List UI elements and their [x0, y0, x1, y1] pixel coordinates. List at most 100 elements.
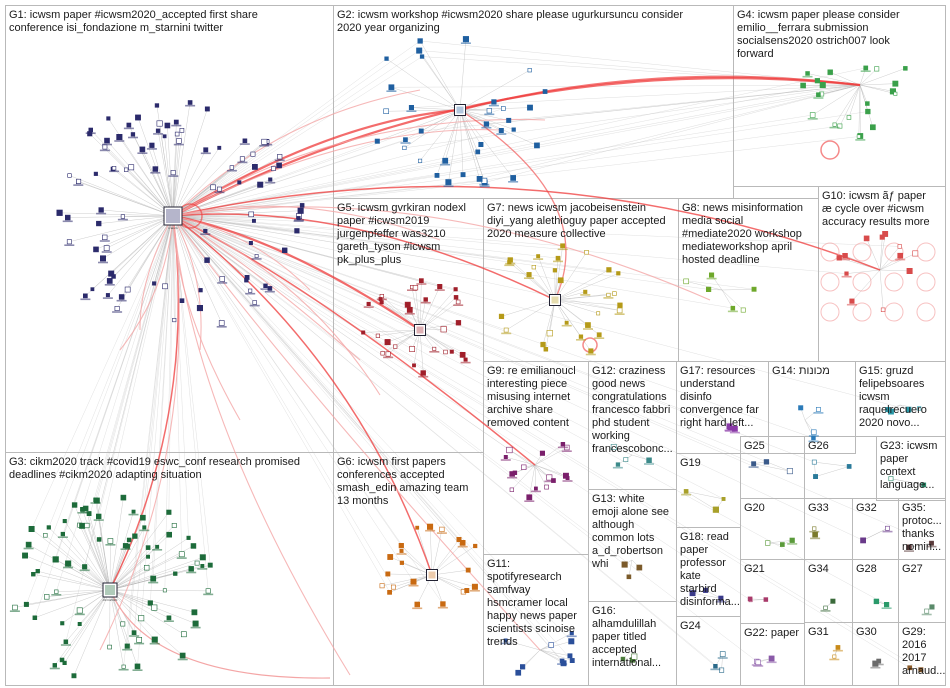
graph-node[interactable]	[52, 663, 58, 668]
graph-node[interactable]	[217, 145, 222, 150]
graph-node[interactable]	[876, 658, 882, 664]
graph-node[interactable]	[465, 567, 471, 573]
graph-node[interactable]	[551, 478, 556, 483]
graph-node[interactable]	[437, 283, 443, 290]
graph-node[interactable]	[610, 444, 617, 450]
graph-node[interactable]	[540, 341, 546, 348]
graph-node[interactable]	[816, 92, 821, 97]
graph-node[interactable]	[71, 502, 78, 508]
graph-node[interactable]	[713, 663, 718, 669]
graph-node[interactable]	[708, 272, 715, 278]
graph-node[interactable]	[239, 156, 245, 162]
graph-node[interactable]	[779, 542, 785, 547]
graph-node[interactable]	[65, 214, 71, 221]
graph-node[interactable]	[43, 533, 48, 538]
graph-node[interactable]	[366, 301, 371, 307]
graph-node[interactable]	[151, 636, 158, 643]
graph-node[interactable]	[789, 537, 795, 543]
graph-node[interactable]	[388, 84, 395, 91]
graph-node[interactable]	[124, 643, 130, 649]
graph-node[interactable]	[440, 601, 446, 607]
graph-node[interactable]	[453, 287, 458, 292]
graph-node[interactable]	[527, 104, 533, 111]
graph-node[interactable]	[515, 669, 522, 676]
graph-node[interactable]	[135, 114, 141, 121]
hub-node-g1[interactable]	[163, 206, 183, 226]
graph-node[interactable]	[150, 575, 157, 582]
graph-node[interactable]	[205, 588, 211, 594]
graph-node[interactable]	[418, 278, 424, 284]
graph-node[interactable]	[924, 608, 930, 614]
graph-node[interactable]	[44, 594, 50, 600]
graph-node[interactable]	[503, 454, 508, 459]
graph-node[interactable]	[393, 344, 398, 349]
graph-node[interactable]	[527, 68, 532, 73]
graph-node[interactable]	[378, 297, 383, 301]
graph-node[interactable]	[718, 595, 724, 601]
graph-node[interactable]	[844, 271, 849, 276]
graph-node[interactable]	[897, 244, 902, 249]
graph-node[interactable]	[171, 522, 177, 528]
graph-node[interactable]	[25, 541, 32, 548]
graph-node[interactable]	[147, 600, 153, 606]
hub-node-g5[interactable]	[414, 324, 426, 336]
graph-node[interactable]	[204, 257, 210, 263]
graph-node[interactable]	[155, 128, 161, 133]
graph-node[interactable]	[32, 615, 38, 620]
graph-node[interactable]	[156, 120, 163, 127]
graph-node[interactable]	[475, 149, 481, 155]
graph-node[interactable]	[409, 346, 415, 352]
graph-node[interactable]	[162, 588, 167, 593]
graph-node[interactable]	[192, 620, 199, 627]
graph-node[interactable]	[606, 267, 612, 273]
graph-node[interactable]	[106, 278, 113, 284]
graph-node[interactable]	[905, 406, 912, 413]
graph-node[interactable]	[62, 660, 67, 665]
graph-node[interactable]	[417, 158, 423, 163]
graph-node[interactable]	[154, 103, 160, 108]
graph-node[interactable]	[111, 274, 116, 279]
graph-node[interactable]	[562, 472, 569, 479]
graph-node[interactable]	[568, 638, 575, 645]
graph-node[interactable]	[383, 108, 389, 115]
graph-node[interactable]	[557, 277, 564, 284]
graph-node[interactable]	[415, 525, 420, 530]
graph-node[interactable]	[918, 667, 924, 673]
graph-node[interactable]	[299, 203, 305, 208]
graph-node[interactable]	[203, 147, 209, 153]
graph-node[interactable]	[416, 47, 423, 54]
graph-node[interactable]	[126, 122, 132, 128]
graph-node[interactable]	[755, 659, 761, 666]
graph-node[interactable]	[819, 82, 826, 89]
graph-node[interactable]	[66, 239, 72, 245]
graph-node[interactable]	[87, 131, 93, 137]
graph-node[interactable]	[96, 513, 102, 520]
graph-node[interactable]	[296, 216, 301, 221]
graph-node[interactable]	[481, 177, 488, 184]
graph-node[interactable]	[471, 583, 478, 590]
graph-node[interactable]	[414, 601, 420, 608]
graph-node[interactable]	[191, 609, 198, 616]
graph-node[interactable]	[897, 252, 904, 259]
graph-node[interactable]	[59, 657, 65, 663]
graph-node[interactable]	[199, 554, 206, 561]
graph-node[interactable]	[142, 525, 147, 530]
graph-node[interactable]	[124, 167, 129, 172]
graph-node[interactable]	[250, 151, 256, 157]
graph-node[interactable]	[170, 170, 176, 176]
graph-node[interactable]	[917, 406, 922, 411]
graph-node[interactable]	[596, 332, 602, 338]
graph-node[interactable]	[827, 69, 833, 75]
graph-node[interactable]	[178, 551, 185, 558]
graph-node[interactable]	[885, 525, 890, 531]
graph-node[interactable]	[459, 539, 466, 546]
graph-node[interactable]	[116, 134, 123, 141]
graph-node[interactable]	[463, 357, 468, 362]
graph-node[interactable]	[543, 346, 549, 352]
graph-node[interactable]	[585, 322, 591, 328]
graph-node[interactable]	[805, 71, 810, 76]
graph-node[interactable]	[412, 284, 419, 291]
graph-node[interactable]	[483, 121, 490, 127]
graph-node[interactable]	[130, 132, 136, 137]
graph-node[interactable]	[849, 298, 855, 304]
